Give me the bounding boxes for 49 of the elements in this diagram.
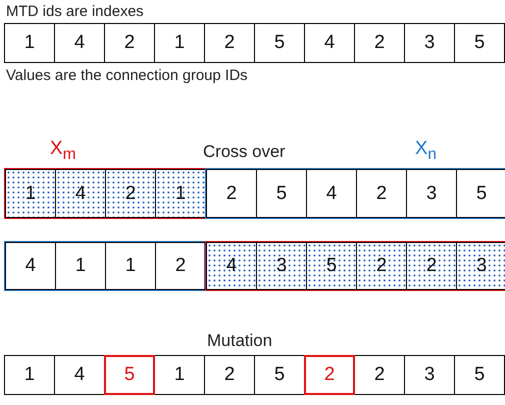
- array-cell: 4: [54, 355, 105, 395]
- array-cell: 3: [404, 355, 455, 395]
- array-cell: 3: [404, 23, 455, 63]
- caption-text: MTD ids are indexes: [6, 3, 144, 20]
- array-cell: 2: [354, 355, 405, 395]
- array-cell: 4: [55, 169, 106, 218]
- array-cell: 4: [54, 23, 105, 63]
- array-cell: 2: [204, 355, 255, 395]
- array-cell: 5: [254, 355, 305, 395]
- array-cell: 1: [4, 23, 55, 63]
- array-cell: 1: [155, 169, 206, 218]
- array-cell: 5: [256, 169, 307, 218]
- array-cell: 1: [55, 242, 106, 290]
- array-cell: 1: [5, 169, 56, 218]
- array-cell: 5: [104, 355, 155, 395]
- array-cell: 4: [5, 242, 56, 290]
- array-cell: 2: [104, 23, 155, 63]
- array-cell: 2: [356, 169, 407, 218]
- segment-box: [4, 168, 206, 219]
- array-cell: 4: [304, 23, 355, 63]
- array-cell: 2: [354, 23, 405, 63]
- array-cell: 5: [454, 23, 505, 63]
- array-cell: 4: [306, 169, 357, 218]
- caption-text: Cross over: [203, 142, 286, 162]
- array-cell: 2: [105, 169, 156, 218]
- array-cell: 3: [406, 169, 457, 218]
- array-cell: 1: [154, 355, 205, 395]
- variable-label: X$_{n}$: [415, 138, 436, 164]
- segment-box: [4, 241, 206, 291]
- array-cell: 2: [406, 242, 457, 290]
- array-cell: 5: [454, 355, 505, 395]
- array-cell: 3: [256, 242, 307, 290]
- array-cell: 2: [204, 23, 255, 63]
- array-cell: 4: [206, 242, 257, 290]
- array-cell: 2: [206, 169, 257, 218]
- array-cell: 2: [304, 355, 355, 395]
- array-cell: 1: [105, 242, 156, 290]
- caption-text: Mutation: [207, 331, 272, 351]
- variable-label: X$_{m}$: [50, 138, 76, 164]
- segment-box: [205, 168, 505, 219]
- array-cell: 1: [4, 355, 55, 395]
- segment-box: [205, 241, 505, 291]
- array-cell: 5: [456, 169, 505, 218]
- array-cell: 5: [254, 23, 305, 63]
- array-cell: 5: [306, 242, 357, 290]
- array-cell: 3: [456, 242, 505, 290]
- caption-text: Values are the connection group IDs: [6, 67, 248, 84]
- array-cell: 2: [356, 242, 407, 290]
- array-cell: 1: [154, 23, 205, 63]
